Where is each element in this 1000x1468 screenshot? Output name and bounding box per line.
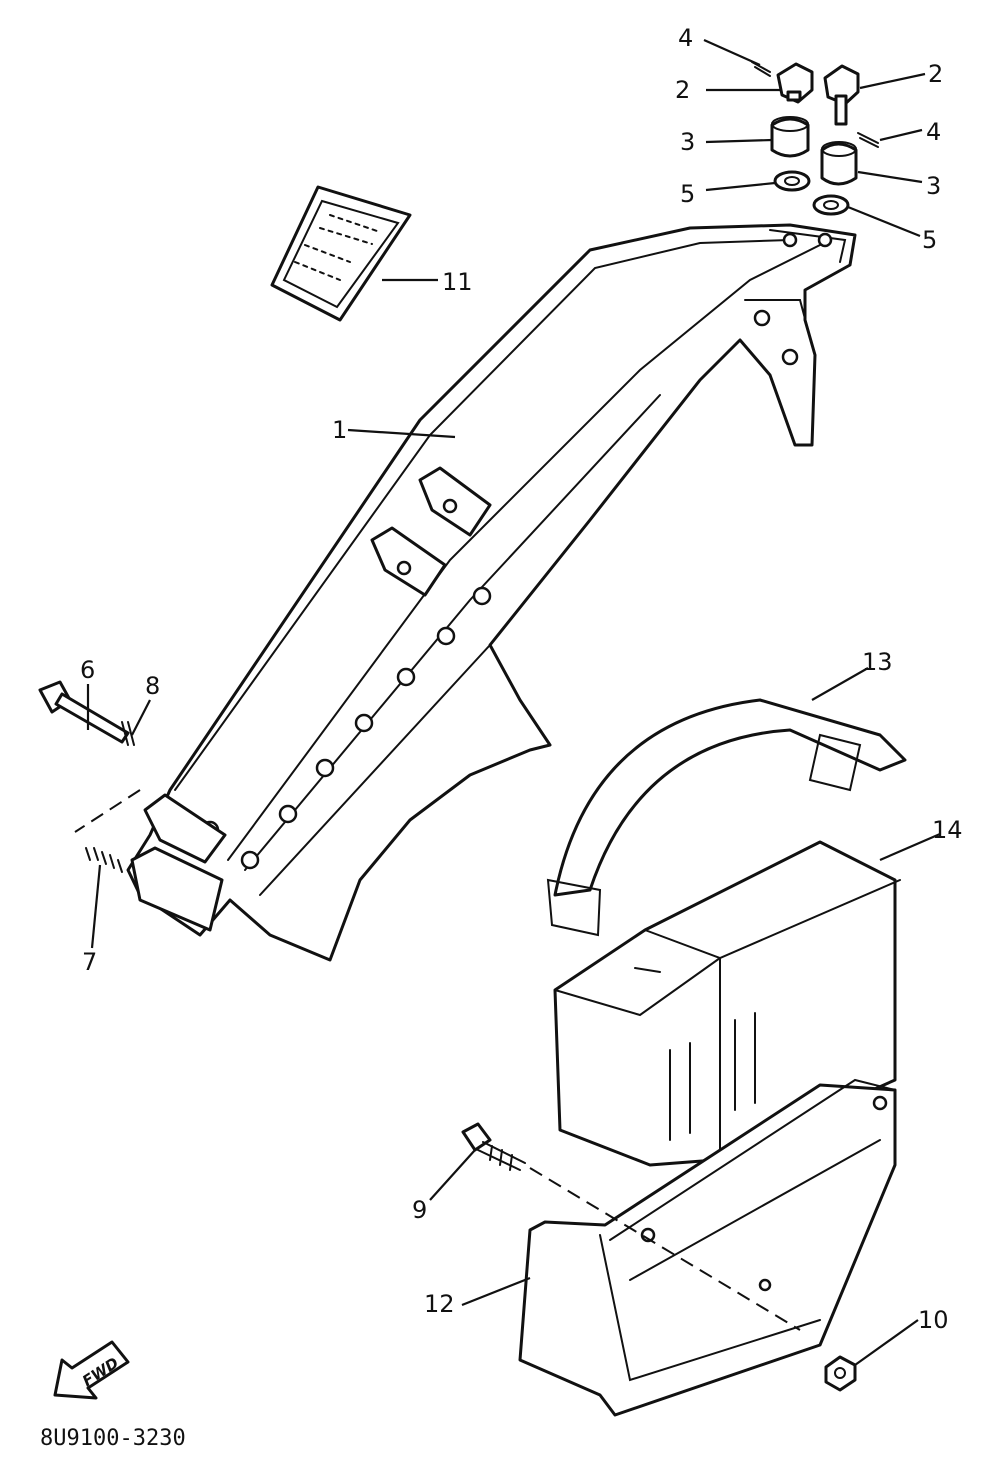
bolt-pivot [38, 680, 130, 744]
battery [553, 840, 901, 1167]
nut [824, 1355, 857, 1392]
callout-9: 9 [412, 1196, 427, 1224]
callout-5-right: 5 [922, 226, 937, 254]
callout-2-left: 2 [675, 76, 690, 104]
callout-1: 1 [332, 416, 347, 444]
box-bolt-axis-line [529, 1167, 801, 1331]
callout-12: 12 [424, 1290, 455, 1318]
pin-left [751, 61, 771, 77]
callout-5-left: 5 [680, 180, 695, 208]
bolt-box [461, 1122, 526, 1171]
callout-14: 14 [932, 816, 963, 844]
washer-left [773, 170, 811, 192]
callout-4-left: 4 [678, 24, 693, 52]
callout-2-right: 2 [928, 60, 943, 88]
bolt-axis-line [74, 789, 141, 833]
callout-4-right: 4 [926, 118, 941, 146]
callout-8: 8 [145, 672, 160, 700]
reflector-part [270, 185, 412, 322]
grommet-right [820, 141, 858, 186]
fender-mount-tabs [130, 466, 492, 932]
diagram-code: 8U9100-3230 [40, 1426, 186, 1451]
battery-box [518, 1078, 897, 1417]
callout-10: 10 [918, 1306, 949, 1334]
callout-3-left: 3 [680, 128, 695, 156]
spring [85, 847, 123, 873]
rear-fender-part [126, 223, 857, 962]
clip [121, 721, 135, 746]
callout-6: 6 [80, 656, 95, 684]
pin-right [857, 132, 879, 148]
callout-11: 11 [442, 268, 473, 296]
grommet-left [770, 116, 810, 158]
leader-lines [86, 38, 941, 1366]
forward-arrow-icon: FWD [53, 1340, 130, 1400]
callout-13: 13 [862, 648, 893, 676]
washer-right [812, 194, 850, 216]
damper-top-right [823, 64, 860, 126]
damper-top-left [776, 62, 814, 104]
callout-7: 7 [82, 948, 97, 976]
callout-3-right: 3 [926, 172, 941, 200]
battery-band [546, 698, 907, 937]
